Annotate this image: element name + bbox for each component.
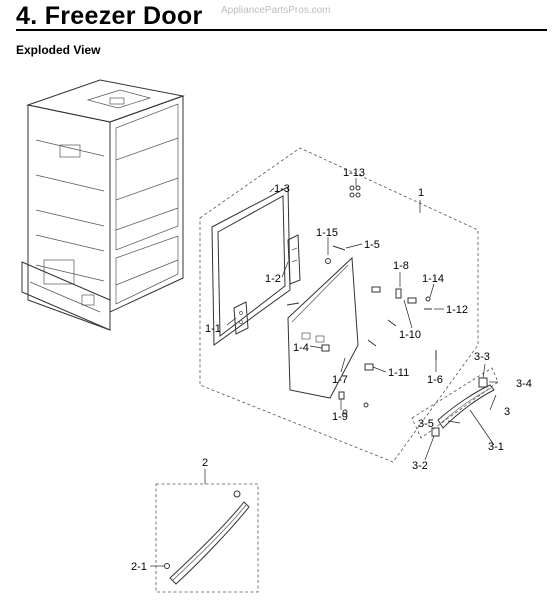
callout-1-10: 1-10: [399, 329, 421, 341]
assembly-3-boundary: [411, 367, 499, 439]
door-hardware-parts: [286, 185, 437, 415]
callout-1: 1: [418, 187, 424, 199]
callout-1-12: 1-12: [446, 304, 468, 316]
callout-1-1: 1-1: [205, 323, 221, 335]
callout-1-7: 1-7: [332, 374, 348, 386]
callout-3-5: 3-5: [418, 418, 434, 430]
callout-1-13: 1-13: [343, 167, 365, 179]
callout-labels: 1 1-1 1-2 1-3 1-4 1-5 1-6 1-7 1-8 1-9 1-…: [131, 167, 532, 573]
callout-3-3: 3-3: [474, 351, 490, 363]
section-subtitle: Exploded View: [16, 43, 101, 57]
callout-1-6: 1-6: [427, 374, 443, 386]
watermark: AppliancePartsPros.com: [221, 5, 331, 16]
callout-2-1: 2-1: [131, 561, 147, 573]
handle-part-3: [431, 377, 495, 437]
handle-part-2: [164, 490, 250, 585]
assembly-2-boundary: [155, 483, 259, 593]
callout-1-3: 1-3: [274, 183, 290, 195]
bracket-part-1-2: [287, 234, 301, 285]
callout-1-14: 1-14: [422, 273, 444, 285]
door-gasket-part: [211, 186, 291, 346]
callout-3-2: 3-2: [412, 460, 428, 472]
callout-1-15: 1-15: [316, 227, 338, 239]
callout-3: 3: [504, 406, 510, 418]
callout-1-11: 1-11: [388, 367, 409, 379]
callout-2: 2: [202, 457, 208, 469]
callout-leader-lines: [150, 178, 498, 567]
page-title: 4. Freezer Door: [16, 2, 203, 30]
callout-1-5: 1-5: [364, 239, 380, 251]
callout-1-9: 1-9: [332, 411, 348, 423]
callout-3-1: 3-1: [488, 441, 504, 453]
refrigerator-cabinet-illustration: [21, 79, 185, 331]
callout-1-4: 1-4: [293, 342, 309, 354]
assembly-1-boundary: [199, 147, 479, 463]
title-divider: [16, 29, 547, 31]
callout-3-4: 3-4: [516, 378, 532, 390]
callout-1-8: 1-8: [393, 260, 409, 272]
freezer-door-panel: [287, 256, 359, 399]
hinge-part-1-1: [233, 301, 249, 335]
callout-1-2: 1-2: [265, 273, 281, 285]
